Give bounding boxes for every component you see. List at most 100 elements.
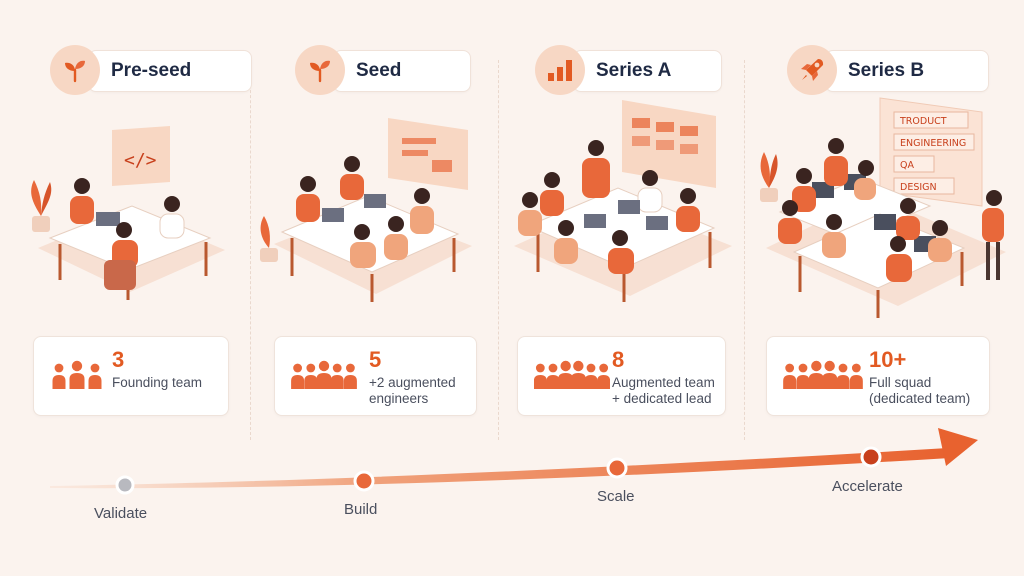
stage-pill: Series A [573, 50, 722, 92]
team-icon [291, 360, 357, 389]
person [554, 220, 578, 264]
person [582, 140, 610, 198]
milestone-dot-scale [606, 457, 628, 479]
team-icon [783, 360, 863, 389]
person [340, 156, 364, 200]
team-icon [52, 360, 102, 389]
person-head [535, 363, 545, 373]
person-body [69, 373, 85, 389]
stage-header-pre-seed: Pre-seed [50, 45, 252, 95]
person [70, 178, 120, 226]
rocket-icon [787, 45, 837, 95]
person-head [54, 363, 64, 373]
person-body [316, 373, 332, 389]
person [822, 214, 846, 258]
person-body [304, 375, 318, 389]
stage-title: Series A [596, 60, 672, 81]
team-count: 8 [612, 347, 625, 372]
stage-title: Seed [356, 60, 402, 81]
person [792, 168, 816, 212]
person-head [318, 360, 330, 372]
person-body [558, 373, 574, 389]
team-tag: ENGINEERING [893, 133, 975, 151]
person-head [838, 363, 848, 373]
milestone-label-validate: Validate [94, 505, 148, 522]
team-count: 3 [112, 347, 125, 372]
milestone-dot-accelerate [860, 446, 882, 468]
person [928, 220, 952, 262]
stage-header-series-b: Series B [787, 45, 989, 95]
svg-text:</>: </> [124, 150, 157, 171]
team-tag-label: DESIGN [900, 182, 937, 193]
illustration-seed [260, 118, 472, 302]
team-tag: TRODUCT [893, 111, 969, 129]
person-body [808, 373, 824, 389]
person-body [584, 375, 598, 389]
stat-card-series-a: 8 Augmented team+ dedicated lead [517, 336, 726, 416]
team-tag-label: QA [900, 160, 914, 171]
person [410, 188, 434, 234]
person-body [330, 375, 344, 389]
person-head [599, 363, 609, 373]
growth-arrow-body [50, 448, 950, 489]
team-description: Augmented team+ dedicated lead [612, 375, 715, 406]
person [854, 160, 876, 200]
stage-pill: Seed [333, 50, 471, 92]
team-count: 5 [369, 347, 382, 372]
stage-title: Pre-seed [111, 60, 192, 81]
person-head [293, 363, 302, 373]
person-body [796, 375, 810, 389]
stage-title: Series B [848, 60, 925, 81]
team-icon [534, 360, 610, 389]
column-divider [250, 60, 251, 440]
person-body [52, 375, 66, 389]
column-divider [744, 60, 745, 440]
team-count: 10+ [869, 347, 907, 372]
person [982, 190, 1004, 280]
team-tag: QA [893, 155, 935, 173]
team-tag-label: TRODUCT [899, 116, 947, 127]
plant [31, 180, 52, 232]
person-head [560, 360, 571, 372]
person [350, 224, 376, 268]
person-head [824, 360, 835, 372]
person-head [785, 363, 795, 373]
desk-row [792, 213, 966, 289]
person [296, 176, 320, 222]
milestone-dot-build [353, 470, 375, 492]
person-head [798, 363, 808, 373]
stat-card-pre-seed: 3 Founding team [33, 336, 229, 416]
plant [760, 152, 778, 202]
illustration-series-a [514, 100, 732, 302]
person-head [573, 360, 584, 372]
person [824, 138, 848, 186]
person-body [534, 375, 547, 389]
growth-arrow-head [938, 428, 978, 466]
person-body [343, 375, 357, 389]
person-head [346, 363, 355, 373]
stat-card-series-b: 10+ Full squad(dedicated team) [766, 336, 990, 416]
team-tag-label: ENGINEERING [900, 138, 966, 149]
person-head [90, 363, 100, 373]
person [608, 230, 634, 274]
stage-header-series-a: Series A [535, 45, 722, 95]
person [518, 192, 542, 236]
person [676, 188, 700, 232]
milestone-label-accelerate: Accelerate [832, 478, 903, 495]
person-body [88, 375, 102, 389]
person-body [836, 375, 850, 389]
person-head [71, 360, 83, 372]
person-head [332, 363, 342, 373]
person-head [306, 363, 316, 373]
person-body [783, 375, 797, 389]
person-body [822, 373, 838, 389]
illustration-series-b: TRODUCT ENGINEERING QA DESIGN [760, 97, 1006, 318]
milestone-label-build: Build [344, 501, 378, 518]
illustration-pre-seed: </> [31, 126, 225, 300]
person [540, 172, 564, 216]
bar-chart-icon [535, 45, 585, 95]
